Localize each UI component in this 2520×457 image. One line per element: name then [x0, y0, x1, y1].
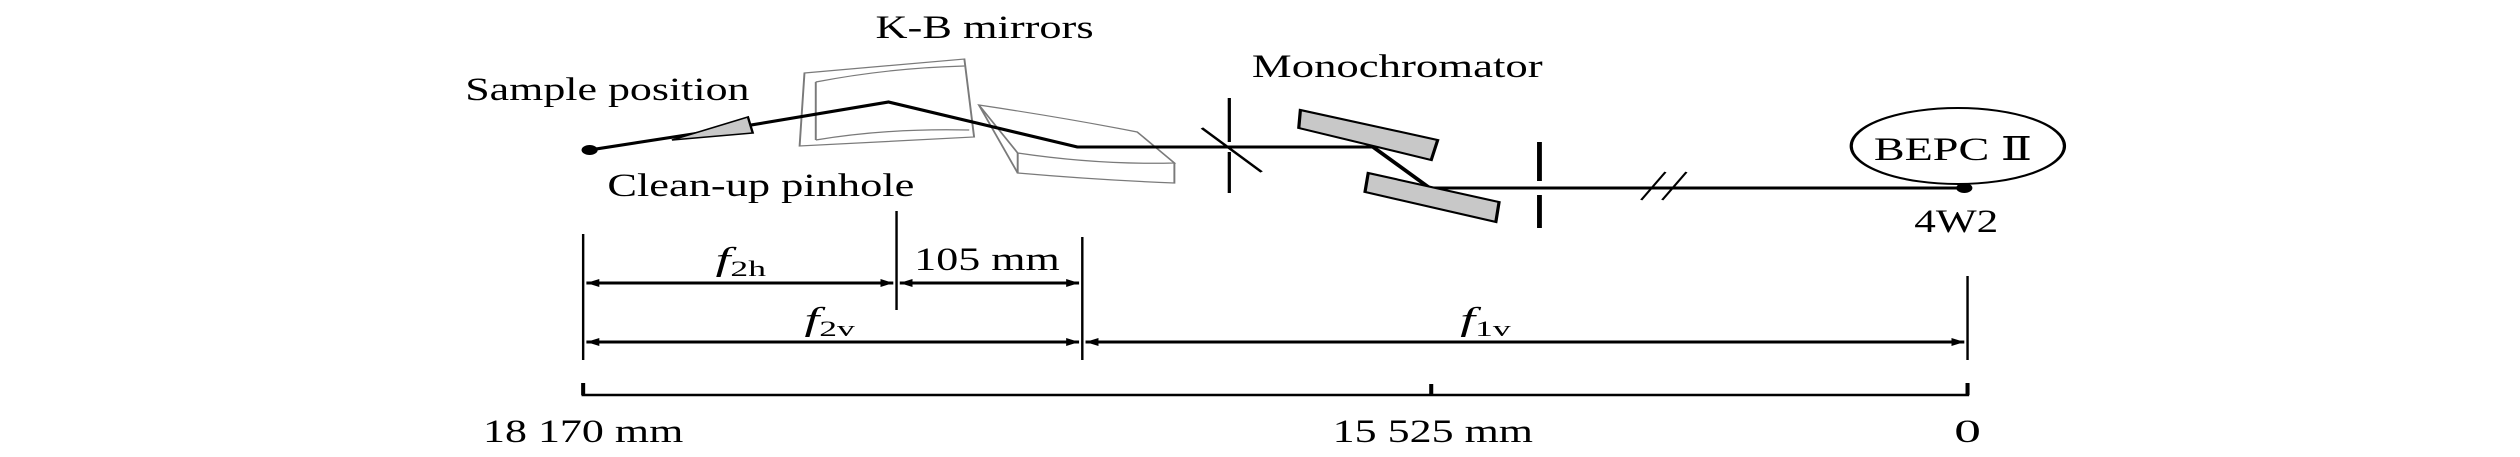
source-dot: [1956, 183, 1973, 193]
kb-mirrors-label: K-B mirrors: [876, 8, 1094, 45]
monochromator-label: Monochromator: [1252, 47, 1543, 84]
beamline-label: 4W2: [1914, 202, 1998, 239]
kb-mirror-vertical: [977, 104, 1177, 184]
f2v-label: f2v: [804, 300, 855, 341]
dimension-extension-lines: [581, 211, 1969, 360]
slit-1: [1200, 98, 1263, 193]
monochromator-crystal-1: [1297, 108, 1440, 162]
kb-mirror-horizontal: [798, 58, 976, 147]
monochromator-crystal-2: [1363, 171, 1501, 224]
source-label: BEPC Ⅱ: [1874, 130, 2032, 167]
cleanup-pinhole-icon: [671, 115, 755, 141]
f1v-label: f1v: [1460, 300, 1511, 341]
gap-label: 105 mm: [914, 240, 1059, 277]
sample-dot: [581, 145, 598, 155]
cleanup-pinhole-label: Clean-up pinhole: [607, 166, 914, 203]
break-mark-icon: [1640, 171, 1688, 201]
scale-label-middle: 15 525 mm: [1333, 412, 1533, 449]
scale-label-left: 18 170 mm: [483, 412, 683, 449]
source-ellipse: [1849, 107, 2067, 185]
scale-label-right: 0: [1954, 412, 1981, 449]
sample-position-label: Sample position: [465, 70, 749, 107]
distance-scale-axis: [581, 383, 1970, 397]
f2h-label: f2h: [716, 240, 767, 281]
